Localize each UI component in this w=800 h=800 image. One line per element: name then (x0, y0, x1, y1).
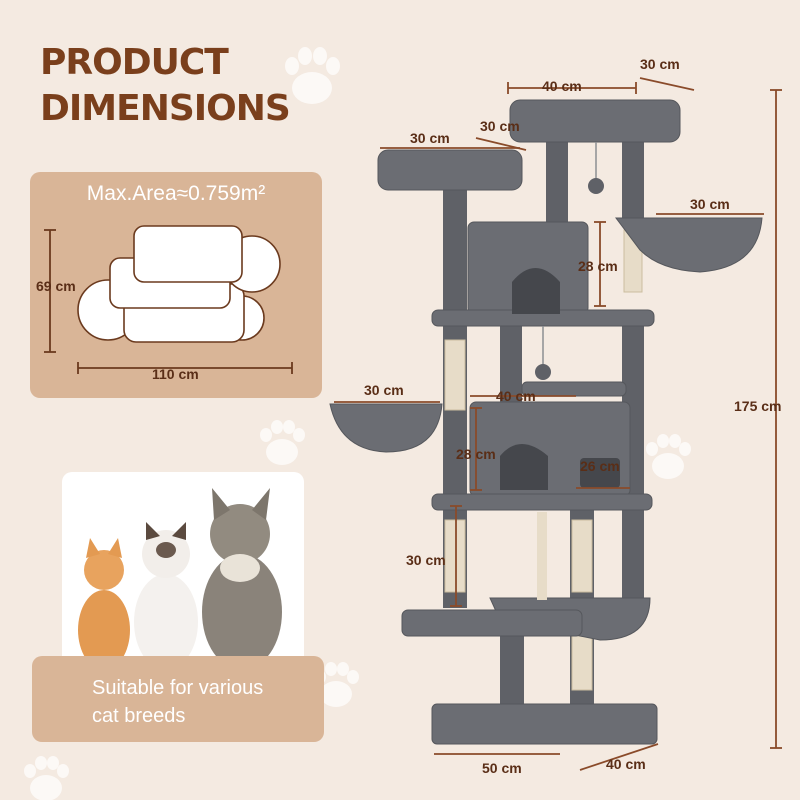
paw-icon (24, 756, 69, 800)
cat-photo (62, 472, 304, 664)
condo-opening (580, 458, 620, 488)
dim-upper-condo-height: 28 cm (578, 258, 618, 274)
max-area-title: Max.Area≈0.759m² (86, 182, 266, 205)
paw-icon (646, 434, 691, 479)
base (431, 703, 658, 745)
dim-left-perch-depth: 30 cm (480, 118, 520, 134)
breeds-text: Suitable for various cat breeds (92, 674, 263, 730)
sisal-rope (444, 339, 466, 411)
sisal-rope (571, 519, 593, 593)
condo-opening (500, 444, 548, 490)
breeds-line-2: cat breeds (92, 705, 186, 727)
dim-middle-platform: 40 cm (496, 388, 536, 404)
left-perch (377, 149, 523, 191)
top-perch (509, 99, 681, 143)
post (443, 190, 467, 318)
hanging-ball-toy (535, 364, 551, 380)
breeds-card: Suitable for various cat breeds (32, 656, 324, 742)
dim-base-depth: 40 cm (606, 756, 646, 772)
post (622, 126, 644, 226)
hanging-rope-toy (537, 512, 547, 600)
condo-opening (512, 268, 560, 314)
dim-top-perch-width: 40 cm (542, 78, 582, 94)
area-shape (133, 225, 243, 283)
dim-total-height: 175 cm (734, 398, 782, 414)
dim-lower-basket: 30 cm (364, 382, 404, 398)
lower-platform (431, 493, 653, 511)
lower-basket (329, 403, 443, 453)
sisal-rope (444, 519, 466, 593)
sisal-rope (571, 631, 593, 691)
dim-lower-condo-height: 28 cm (456, 446, 496, 462)
dim-lower-post-height: 30 cm (406, 552, 446, 568)
area-height-label: 69 cm (36, 278, 76, 294)
dim-base-width: 50 cm (482, 760, 522, 776)
page-title: PRODUCT DIMENSIONS (40, 40, 291, 132)
ragdoll-cat-icon (134, 522, 198, 664)
area-diagram (44, 225, 293, 374)
cats-illustration (78, 488, 282, 664)
max-area-card: Max.Area≈0.759m² (30, 172, 322, 398)
post (500, 318, 522, 418)
dim-lower-condo-opening: 26 cm (580, 458, 620, 474)
dim-left-perch-width: 30 cm (410, 130, 450, 146)
paw-icon (285, 47, 340, 104)
dim-top-perch-depth: 30 cm (640, 56, 680, 72)
breeds-line-1: Suitable for various (92, 677, 264, 699)
paw-icon (260, 420, 305, 465)
title-line-1: PRODUCT (40, 42, 229, 83)
middle-perch (521, 381, 627, 397)
paw-print-icons (24, 47, 691, 800)
maine-coon-cat-icon (202, 488, 282, 664)
title-line-2: DIMENSIONS (40, 88, 291, 129)
lower-step (401, 609, 583, 637)
dim-upper-basket: 30 cm (690, 196, 730, 212)
post (622, 318, 644, 418)
hanging-ball-toy (588, 178, 604, 194)
area-width-label: 110 cm (152, 366, 199, 382)
post (546, 126, 568, 224)
orange-cat-icon (78, 538, 130, 664)
upper-basket (615, 217, 763, 273)
